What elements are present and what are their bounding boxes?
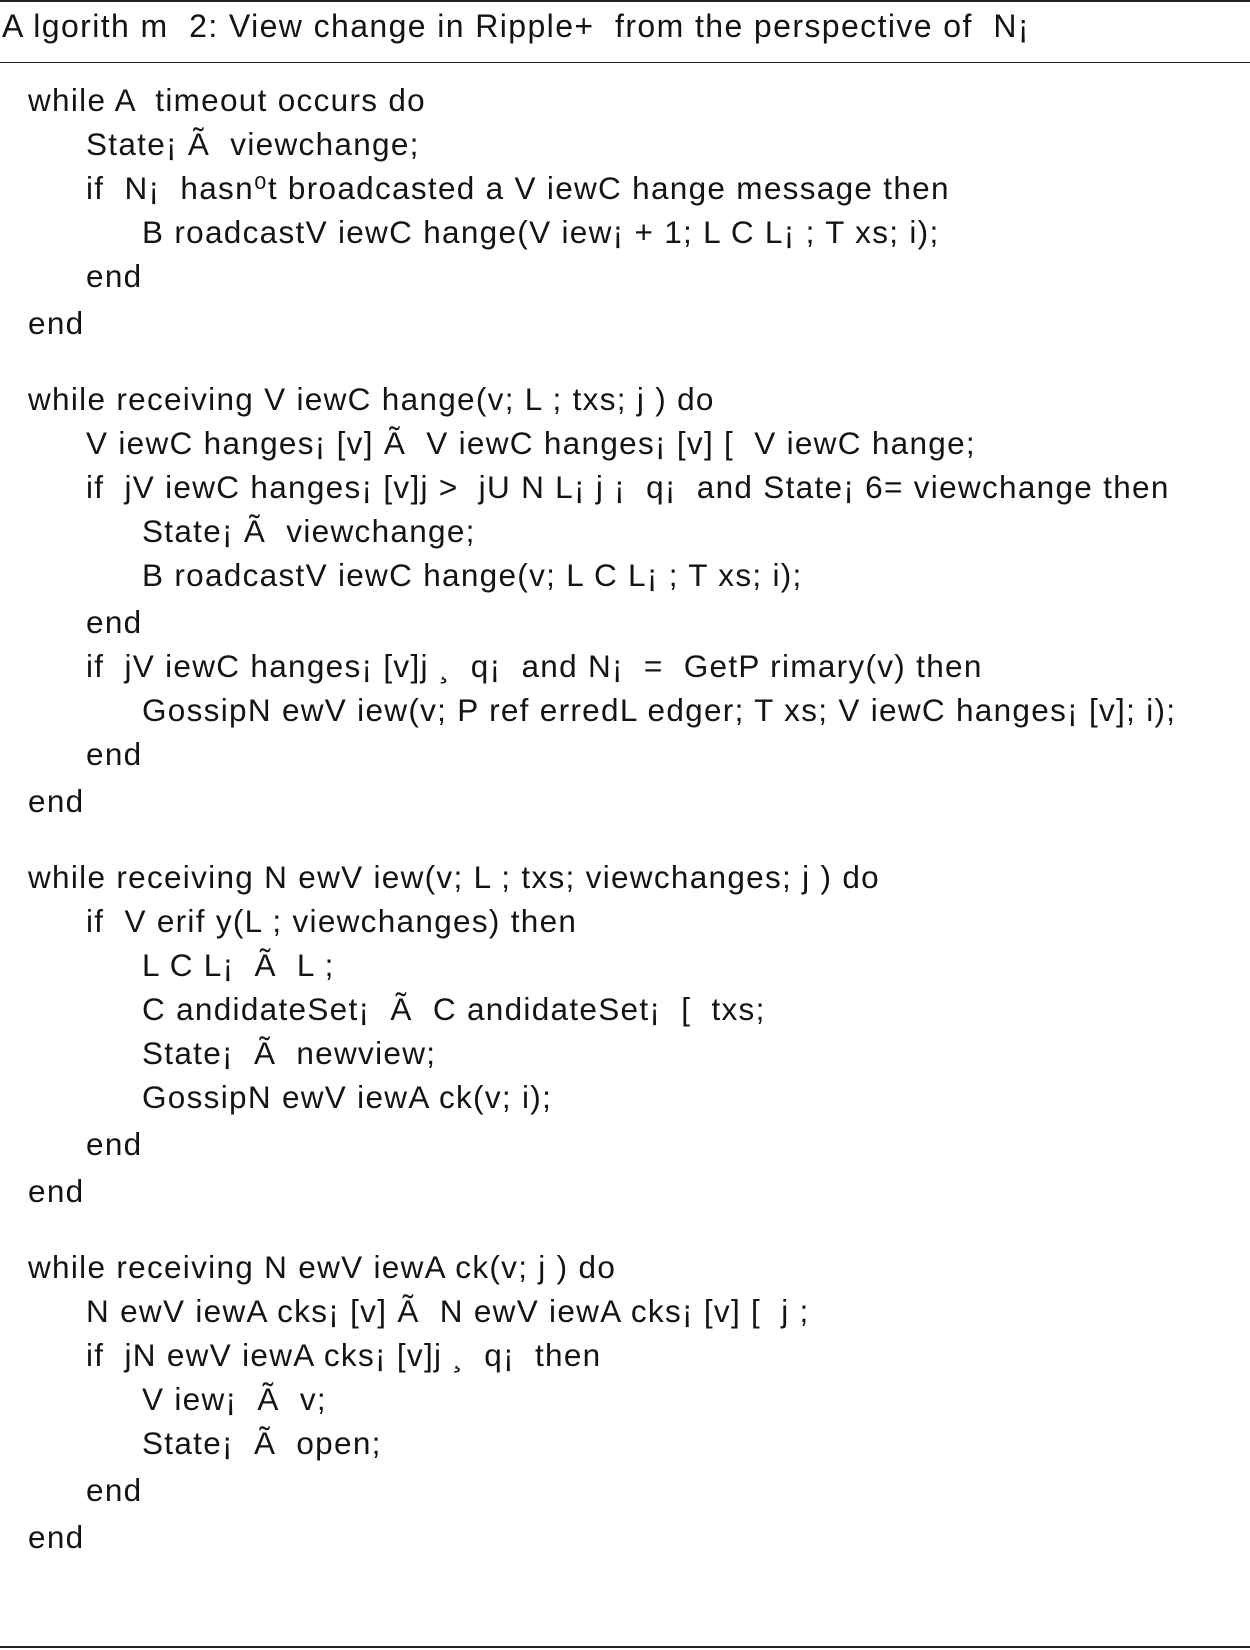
code-line: if jV iewC hanges¡ [v]j ¸ q¡ and N¡ = Ge… bbox=[86, 648, 983, 684]
code-line: State¡ Ã open; bbox=[142, 1425, 382, 1461]
code-line: State¡ Ã viewchange; bbox=[142, 513, 476, 549]
code-line: if N¡ hasn⁰t broadcasted a V iewC hange … bbox=[86, 170, 950, 206]
code-line: end bbox=[86, 1472, 143, 1508]
code-line: GossipN ewV iewA ck(v; i); bbox=[142, 1079, 553, 1115]
code-line: C andidateSet¡ Ã C andidateSet¡ [ txs; bbox=[142, 991, 766, 1027]
code-line: V iew¡ Ã v; bbox=[142, 1381, 327, 1417]
code-line: if V erif y(L ; viewchanges) then bbox=[86, 903, 578, 939]
code-line: L C L¡ Ã L ; bbox=[142, 947, 335, 983]
code-line: State¡ Ã viewchange; bbox=[86, 126, 420, 162]
code-line: B roadcastV iewC hange(V iew¡ + 1; L C L… bbox=[142, 214, 940, 250]
code-line: end bbox=[86, 258, 143, 294]
code-line: end bbox=[28, 783, 85, 819]
code-line: end bbox=[28, 305, 85, 341]
caption-rule bbox=[0, 62, 1250, 63]
code-line: end bbox=[86, 604, 143, 640]
code-line: V iewC hanges¡ [v] Ã V iewC hanges¡ [v] … bbox=[86, 425, 976, 461]
code-line: N ewV iewA cks¡ [v] Ã N ewV iewA cks¡ [v… bbox=[86, 1293, 810, 1329]
code-line: while receiving N ewV iewA ck(v; j ) do bbox=[28, 1249, 617, 1285]
algorithm-caption: A lgorith m 2: View change in Ripple+ fr… bbox=[2, 8, 1030, 44]
code-line: while A timeout occurs do bbox=[28, 82, 426, 118]
code-line: end bbox=[28, 1519, 85, 1555]
bottom-rule bbox=[0, 1646, 1250, 1648]
code-line: while receiving V iewC hange(v; L ; txs;… bbox=[28, 381, 715, 417]
code-line: end bbox=[86, 736, 143, 772]
code-line: B roadcastV iewC hange(v; L C L¡ ; T xs;… bbox=[142, 557, 803, 593]
code-line: while receiving N ewV iew(v; L ; txs; vi… bbox=[28, 859, 880, 895]
code-line: State¡ Ã newview; bbox=[142, 1035, 437, 1071]
code-line: GossipN ewV iew(v; P ref erredL edger; T… bbox=[142, 692, 1177, 728]
code-line: if jN ewV iewA cks¡ [v]j ¸ q¡ then bbox=[86, 1337, 602, 1373]
code-line: end bbox=[86, 1126, 143, 1162]
top-rule bbox=[0, 0, 1250, 2]
code-line: end bbox=[28, 1173, 85, 1209]
code-line: if jV iewC hanges¡ [v]j > jU N L¡ j ¡ q¡… bbox=[86, 469, 1170, 505]
